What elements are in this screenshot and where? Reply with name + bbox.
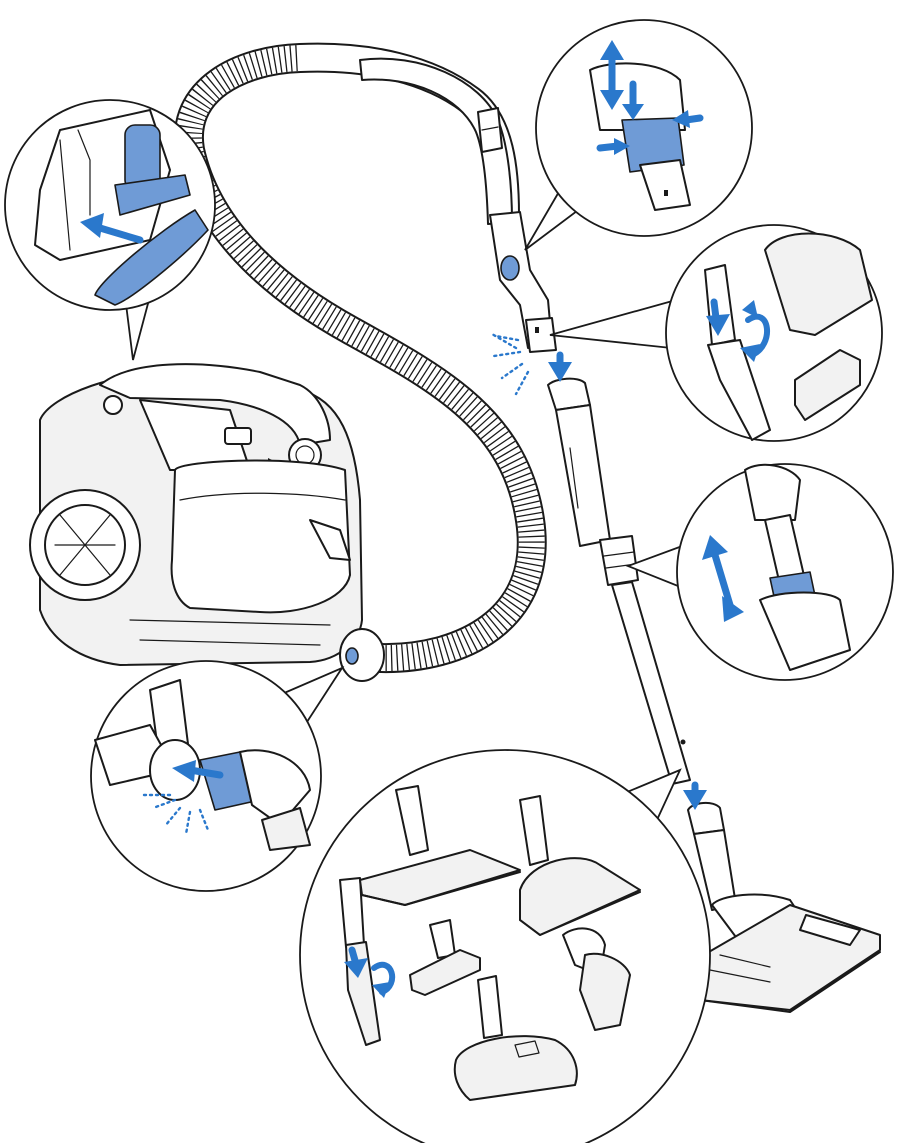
floor-nozzle (687, 829, 881, 1013)
hose-handle-grip (489, 211, 557, 353)
callout-hose-connection (90, 660, 345, 892)
telescopic-tube (547, 377, 725, 835)
vacuum-body (29, 363, 385, 682)
callout-accessory-nozzle-fit (549, 224, 883, 442)
connection-arrows (490, 332, 707, 810)
callout-handle-release (524, 19, 753, 251)
callout-floor-nozzle-selection (299, 749, 711, 1143)
callout-crevice-tool-storage (4, 99, 216, 361)
callout-telescopic-tube-adjust (625, 463, 894, 681)
